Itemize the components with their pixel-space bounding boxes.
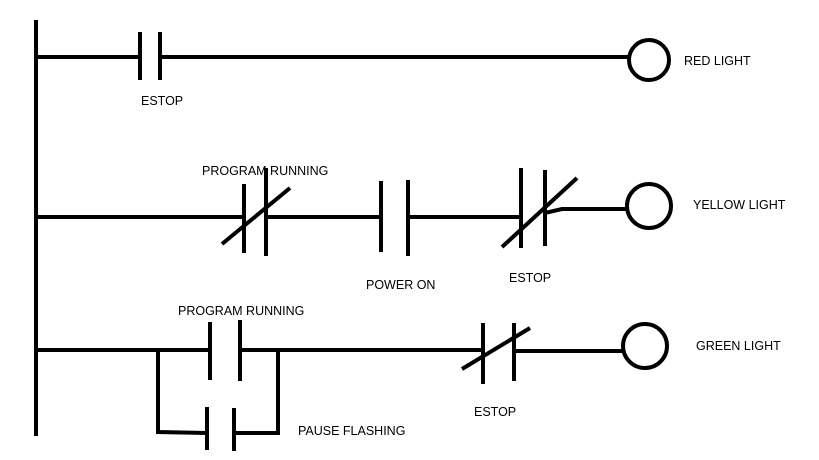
rung-3-contact-1-label: PROGRAM RUNNING [178,304,304,318]
rung-3-parallel-branch-wire [156,348,280,436]
rung-2-contact-3-label: ESTOP [509,271,551,285]
rung-3-contact-estop-nc [460,323,532,384]
rung-1-contact-estop-no [138,32,162,80]
rung-3-contact-2-label: PAUSE FLASHING [298,424,405,438]
rung-1-coil-red-light [627,38,671,82]
rung-2-contact-program-running-nc [220,168,292,256]
rung-1-coil-label: RED LIGHT [684,54,751,68]
rung-2-coil-label: YELLOW LIGHT [693,198,786,212]
rung-2-contact-estop-nc [500,168,579,249]
rung-3-contact-pause-flashing-no [205,407,236,451]
rung-1: ESTOP RED LIGHT [34,32,751,108]
rung-3: PROGRAM RUNNING PAUSE FLASHING ESTOP GRE… [34,304,781,451]
rung-3-contact-program-running-no [208,320,242,381]
rung-3-contact-3-label: ESTOP [474,405,516,419]
rung-2-contact-2-label: POWER ON [366,278,435,292]
rung-3-coil-green-light [621,322,669,370]
rung-3-coil-label: GREEN LIGHT [696,339,781,353]
rung-2-contact-1-label: PROGRAM RUNNING [202,164,328,178]
rung-2-coil-yellow-light [625,182,673,230]
rung-1-contact-label: ESTOP [141,94,183,108]
rung-3-wire [34,348,624,353]
rung-2-wire [34,207,629,219]
rung-2: PROGRAM RUNNING POWER ON ESTOP YELLOW LI… [34,164,786,292]
rung-2-contact-power-on-no [379,180,410,256]
